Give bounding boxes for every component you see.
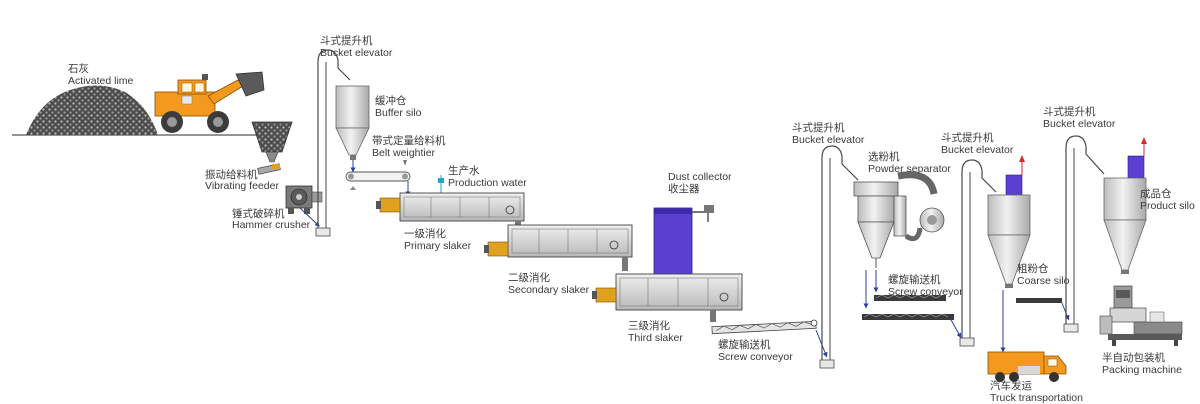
screw-conveyor-4 (1016, 298, 1070, 321)
belt-weightier (345, 171, 411, 190)
belt-label-cn: 带式定量给料机 (372, 134, 446, 147)
lime-label-cn: 石灰 (68, 62, 89, 75)
lime-pile (12, 85, 285, 136)
lime-label-en: Activated lime (68, 75, 134, 87)
feeder-label-cn: 振动给料机 (205, 168, 258, 181)
buffer-silo (335, 85, 370, 160)
elevator2-label-cn: 斗式提升机 (792, 121, 845, 134)
hammer-crusher (285, 185, 323, 214)
bucket-elevator-3 (959, 159, 997, 347)
bucket-elevator-2 (819, 145, 859, 369)
powder-separator (853, 171, 945, 268)
buffer-label-en: Buffer silo (375, 107, 422, 119)
coarse-label-cn: 粗粉仓 (1017, 262, 1049, 275)
dust-collector (653, 205, 714, 275)
truck-label-cn: 汽车发运 (990, 379, 1032, 392)
bucket-elevator-4 (1063, 135, 1105, 333)
primary-slaker (376, 192, 525, 233)
elevator3-label-en: Bucket elevator (941, 144, 1014, 156)
buffer-label-cn: 缓冲仓 (375, 94, 407, 107)
elevator3-label-cn: 斗式提升机 (941, 131, 994, 144)
elevator1-label-en: Bucket elevator (320, 47, 393, 59)
feed-hopper (251, 121, 293, 163)
secondary-slaker (484, 224, 633, 271)
elevator1-label-cn: 斗式提升机 (320, 34, 373, 47)
wheel-loader (154, 71, 265, 133)
third-label-cn: 三级消化 (628, 319, 670, 332)
packing-machine (1099, 285, 1183, 346)
water-label-en: Production water (448, 177, 527, 189)
water-label-cn: 生产水 (448, 164, 480, 177)
coarse-label-en: Coarse silo (1017, 275, 1070, 287)
primary-label-en: Primary slaker (404, 240, 472, 252)
elevator4-label-cn: 斗式提升机 (1043, 105, 1096, 118)
dust-label-en: Dust collector (668, 171, 732, 183)
vibrating-feeder (257, 163, 281, 175)
dust-label-cn: 收尘器 (668, 182, 700, 195)
secondary-label-en: Secondary slaker (508, 284, 590, 296)
screw-conveyor-1 (711, 319, 818, 335)
hammer-label-en: Hammer crusher (232, 219, 311, 231)
truck (987, 351, 1067, 382)
truck-label-en: Truck transportation (990, 392, 1083, 404)
screw-conveyor-2 (874, 294, 946, 301)
secondary-label-cn: 二级消化 (508, 271, 550, 284)
hammer-label-cn: 锤式破碎机 (232, 207, 285, 220)
product-label-en: Product silo (1140, 200, 1195, 212)
elevator4-label-en: Bucket elevator (1043, 118, 1116, 130)
third-label-en: Third slaker (628, 332, 683, 344)
flow-crusher-to-elevator (299, 207, 320, 227)
product-silo (1103, 137, 1147, 274)
screw1-label-en: Screw conveyor (718, 351, 793, 363)
elevator2-label-en: Bucket elevator (792, 134, 865, 146)
packing-label-en: Packing machine (1102, 364, 1182, 376)
separator-label-en: Powder separator (868, 163, 951, 175)
screw1-label-cn: 螺旋输送机 (718, 338, 771, 351)
screw2-label-cn: 螺旋输送机 (888, 273, 941, 286)
product-label-cn: 成品仓 (1140, 187, 1172, 200)
screw2-label-en: Screw conveyor (888, 286, 963, 298)
third-slaker (592, 273, 743, 322)
belt-label-en: Belt weightier (372, 147, 436, 159)
bucket-elevator-1 (315, 49, 351, 237)
coarse-silo (987, 155, 1031, 288)
packing-label-cn: 半自动包装机 (1102, 351, 1165, 364)
primary-label-cn: 一级消化 (404, 227, 446, 240)
feeder-label-en: Vibrating feeder (205, 180, 279, 192)
screw-conveyor-3 (862, 313, 954, 320)
separator-label-cn: 选粉机 (868, 150, 900, 163)
